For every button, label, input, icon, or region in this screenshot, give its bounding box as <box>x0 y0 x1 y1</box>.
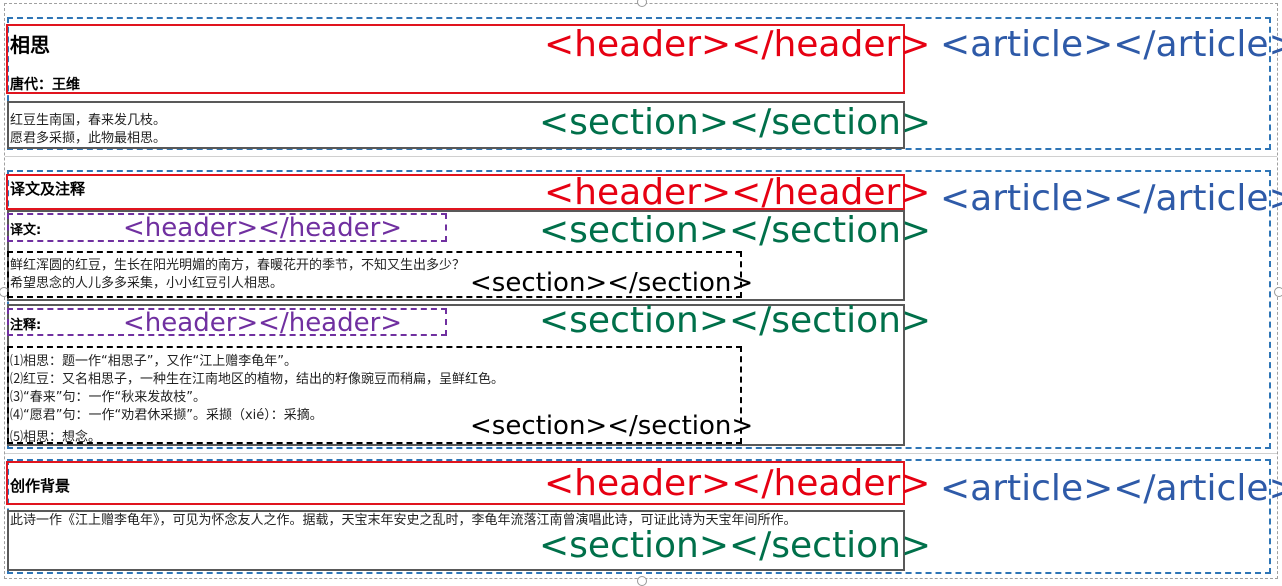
poem-title: 相思 <box>10 33 50 57</box>
section-box-1 <box>7 101 905 149</box>
section-tag-label: <section></section> <box>539 102 932 143</box>
header-box-1 <box>6 24 905 94</box>
resize-handle-right[interactable] <box>1274 287 1282 297</box>
poem-line-2: 愿君多采撷，此物最相思。 <box>10 131 167 146</box>
header-tag-label: <header></header> <box>544 463 931 504</box>
section-tag-label: <section></section> <box>539 210 932 251</box>
header-box-3 <box>6 461 905 505</box>
section-tag-label: <section></section> <box>539 300 932 341</box>
resize-handle-top[interactable] <box>637 0 647 7</box>
note-line-1: ⑴相思：题一作“相思子”，又作“江上赠李龟年”。 <box>10 354 297 369</box>
note-line-5: ⑸相思：想念。 <box>10 430 102 442</box>
note-line-5-clip: ⑸相思：想念。 <box>10 425 310 442</box>
inner-header-tag-label: <header></header> <box>123 213 403 243</box>
translation-line-1: 鲜红浑圆的红豆，生长在阳光明媚的南方，春暖花开的季节，不知又生出多少？ <box>10 258 466 273</box>
article-tag-label: <article></article> <box>940 178 1282 219</box>
inner-header-translation <box>7 213 447 242</box>
poem-author: 唐代：王维 <box>10 77 80 93</box>
resize-handle-bottom[interactable] <box>637 576 647 586</box>
section-box-background <box>7 510 905 571</box>
article-tag-label: <article></article> <box>940 468 1282 509</box>
background-text: 此诗一作《江上赠李龟年》，可见为怀念友人之作。据载，天宝末年安史之乱时，李龟年流… <box>10 513 797 528</box>
note-line-4: ⑷“愿君”句：一作“劝君休采撷”。采撷（xié）：采摘。 <box>10 408 323 423</box>
inner-section-notes <box>7 346 742 444</box>
article-box-1 <box>7 17 1271 150</box>
section-tag-label: <section></section> <box>539 525 932 566</box>
header-tag-label: <header></header> <box>544 172 931 213</box>
article-tag-label: <article></article> <box>940 24 1282 65</box>
translation-label: 译文: <box>10 223 42 238</box>
inner-section-tag-label: <section></section> <box>470 411 754 441</box>
header-tag-label: <header></header> <box>544 24 931 65</box>
inner-section-translation <box>7 251 742 298</box>
inner-header-tag-label: <header></header> <box>123 308 403 338</box>
translation-line-2: 希望思念的人儿多多采集，小小红豆引人相思。 <box>10 276 284 291</box>
separator <box>5 453 1277 454</box>
note-line-2: ⑵红豆：又名相思子，一种生在江南地区的植物，结出的籽像豌豆而稍扁，呈鲜红色。 <box>10 372 505 387</box>
separator <box>5 156 1277 157</box>
notes-label: 注释: <box>10 318 42 333</box>
background-title: 创作背景 <box>10 477 71 495</box>
header-box-2 <box>6 174 905 210</box>
poem-line-1: 红豆生南国，春来发几枝。 <box>10 113 167 128</box>
note-line-3: ⑶“春来”句：一作“秋来发故枝”。 <box>10 390 206 405</box>
inner-section-tag-label: <section></section> <box>470 268 754 298</box>
translation-notes-title: 译文及注释 <box>10 180 86 198</box>
inner-header-notes <box>7 308 447 336</box>
